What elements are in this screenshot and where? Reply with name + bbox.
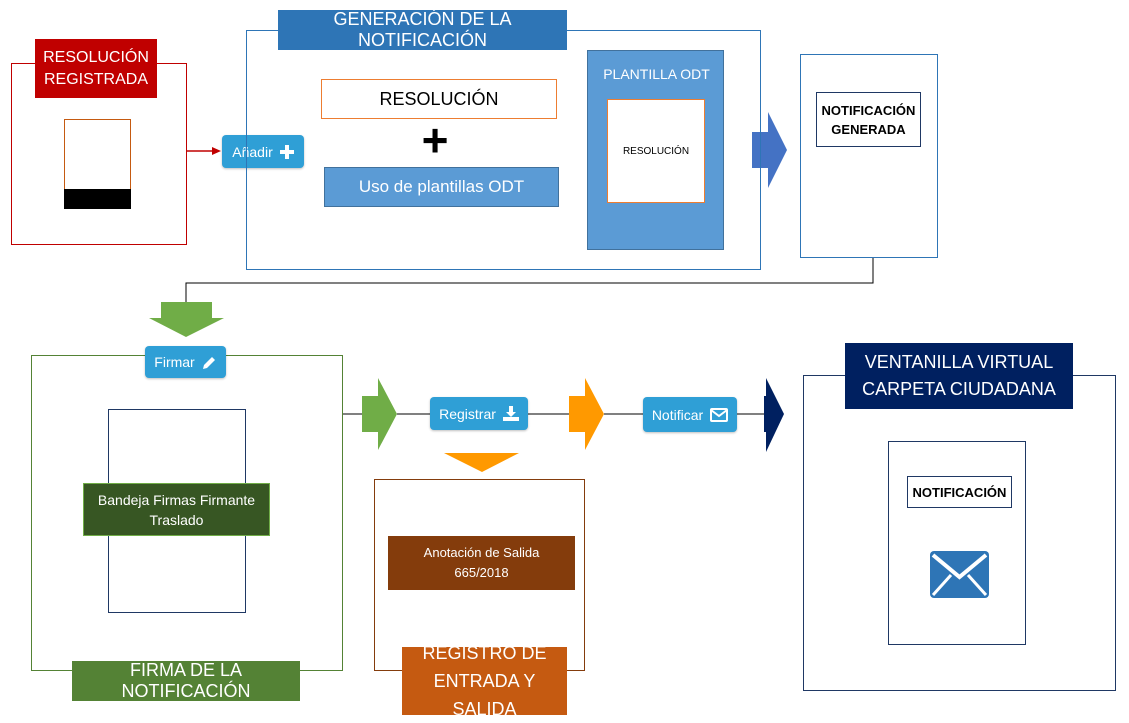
document-icon <box>64 119 131 209</box>
envelope-icon <box>930 551 989 598</box>
resolucion-input-box: RESOLUCIÓN <box>321 79 557 119</box>
generacion-title: GENERACIÓN DE LA NOTIFICACIÓN <box>278 9 567 50</box>
plantilla-inner-doc: RESOLUCIÓN <box>607 99 705 203</box>
navy-right-arrow <box>764 378 784 452</box>
notificacion-generada-box <box>800 54 938 258</box>
plus-icon <box>279 144 294 159</box>
plantilla-odt-title: PLANTILLA ODT <box>603 66 710 82</box>
registrar-button-label: Registrar <box>439 405 496 422</box>
resolucion-registrada-title: RESOLUCIÓN REGISTRADA <box>35 39 157 98</box>
bandeja-label: Bandeja Firmas Firmante Traslado <box>83 483 270 536</box>
plantilla-odt-box: PLANTILLA ODT RESOLUCIÓN <box>587 50 724 250</box>
notificacion-generada-label: NOTIFICACIÓN GENERADA <box>816 92 921 147</box>
plantillas-label: Uso de plantillas ODT <box>324 167 559 207</box>
registrar-button[interactable]: Registrar <box>430 397 528 430</box>
green-down-arrow <box>149 302 224 337</box>
plus-symbol: + <box>421 114 449 166</box>
anotacion-label: Anotación de Salida 665/2018 <box>388 536 575 590</box>
firma-title: FIRMA DE LA NOTIFICACIÓN <box>72 660 300 701</box>
blue-right-arrow <box>752 112 787 188</box>
notificar-button[interactable]: Notificar <box>643 397 737 432</box>
download-icon <box>502 406 519 421</box>
ventanilla-doc-box <box>888 441 1026 645</box>
red-connector-arrowhead <box>212 147 221 155</box>
firmar-button-label: Firmar <box>154 354 195 370</box>
anadir-button-label: Añadir <box>232 143 273 160</box>
generada-to-firma-line <box>185 258 874 302</box>
envelope-outline-icon <box>710 407 729 422</box>
orange-right-arrow <box>569 378 604 450</box>
orange-down-arrow <box>444 453 519 472</box>
firmar-button[interactable]: Firmar <box>145 346 226 378</box>
registro-title: REGISTRO DE ENTRADA Y SALIDA <box>402 643 567 719</box>
pencil-icon <box>202 356 215 369</box>
document-icon-band <box>64 189 131 209</box>
green-right-arrow <box>362 378 397 450</box>
ventanilla-title: VENTANILLA VIRTUAL CARPETA CIUDADANA <box>845 343 1073 409</box>
anadir-button[interactable]: Añadir <box>222 135 304 168</box>
notificar-button-label: Notificar <box>651 406 704 423</box>
notificacion-label: NOTIFICACIÓN <box>907 476 1012 508</box>
